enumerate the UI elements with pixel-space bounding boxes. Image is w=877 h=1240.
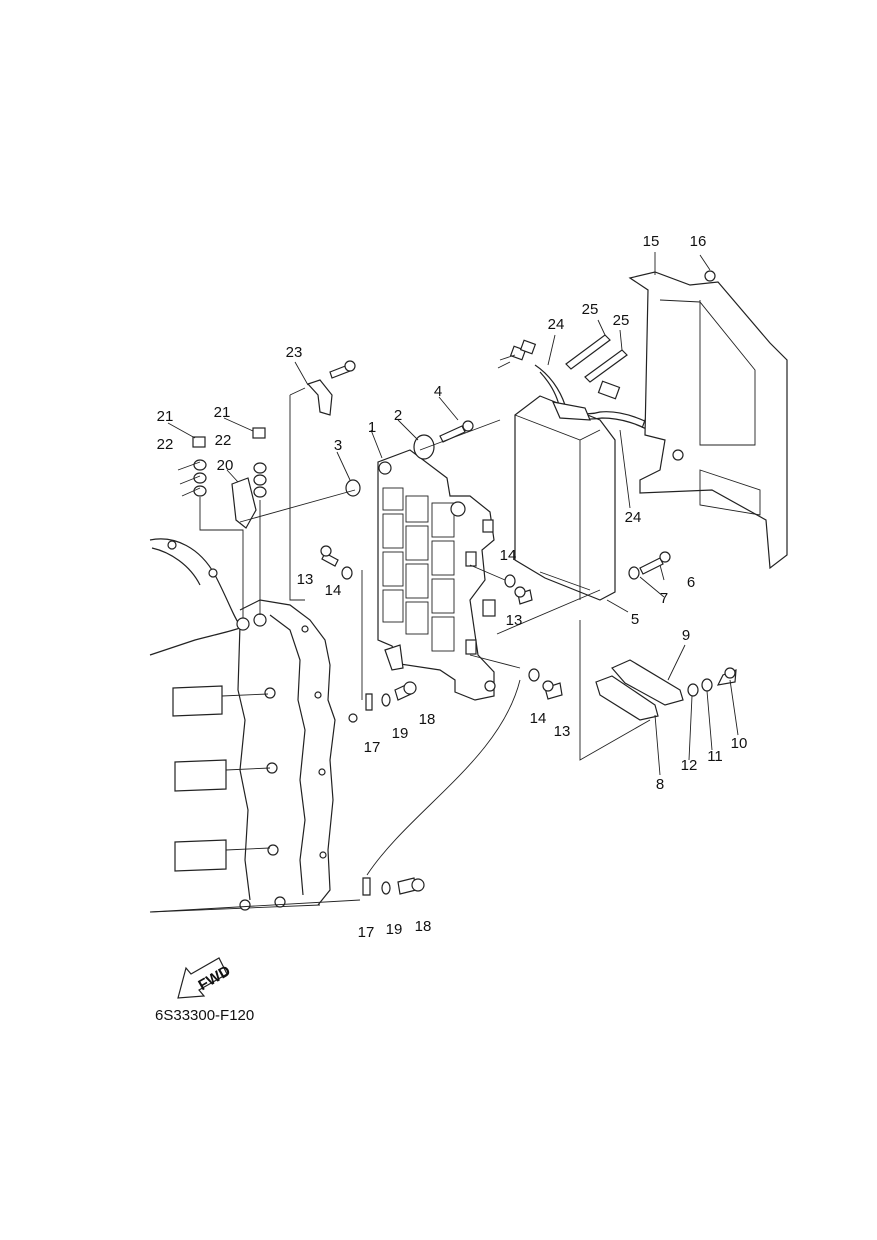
callout-6: 6 xyxy=(687,574,695,591)
callout-10: 10 xyxy=(731,735,748,752)
callout-13: 13 xyxy=(554,723,571,740)
callout-1: 1 xyxy=(368,419,376,436)
callout-23: 23 xyxy=(286,344,303,361)
callout-25: 25 xyxy=(582,301,599,318)
hardware xyxy=(177,270,737,896)
callout-19: 19 xyxy=(386,921,403,938)
callout-18: 18 xyxy=(415,918,432,935)
mounting-bracket xyxy=(377,449,496,701)
callout-13: 13 xyxy=(506,612,523,629)
callout-21: 21 xyxy=(214,404,231,421)
callout-3: 3 xyxy=(334,437,342,454)
callout-21: 21 xyxy=(157,408,174,425)
callout-7: 7 xyxy=(660,590,668,607)
drawing-code: 6S33300-F120 xyxy=(155,1007,254,1024)
wiring-harness xyxy=(497,334,661,433)
leader-lines xyxy=(149,252,739,913)
callout-17: 17 xyxy=(358,924,375,941)
callout-12: 12 xyxy=(681,757,698,774)
callout-18: 18 xyxy=(419,711,436,728)
control-unit-box xyxy=(514,395,616,601)
callout-14: 14 xyxy=(500,547,517,564)
cover-plate xyxy=(628,271,788,570)
callouts: 1 2 3 4 5 6 7 8 9 10 11 12 13 13 13 14 1… xyxy=(157,233,748,941)
callout-14: 14 xyxy=(530,710,547,727)
callout-11: 11 xyxy=(707,748,723,765)
callout-8: 8 xyxy=(656,776,664,793)
callout-20: 20 xyxy=(217,457,234,474)
callout-5: 5 xyxy=(631,611,639,628)
callout-15: 15 xyxy=(643,233,660,250)
callout-9: 9 xyxy=(682,627,690,644)
callout-25: 25 xyxy=(613,312,630,329)
fwd-arrow-icon: FWD xyxy=(177,957,234,999)
callout-22: 22 xyxy=(215,432,232,449)
callout-19: 19 xyxy=(392,725,409,742)
bracket-8-9 xyxy=(595,659,684,721)
engine-block xyxy=(149,538,336,913)
callout-13: 13 xyxy=(297,571,314,588)
callout-24: 24 xyxy=(548,316,565,333)
callout-2: 2 xyxy=(394,407,402,424)
callout-17: 17 xyxy=(364,739,381,756)
callout-14: 14 xyxy=(325,582,342,599)
callout-22: 22 xyxy=(157,436,174,453)
callout-4: 4 xyxy=(434,383,442,400)
callout-16: 16 xyxy=(690,233,707,250)
callout-24: 24 xyxy=(625,509,642,526)
